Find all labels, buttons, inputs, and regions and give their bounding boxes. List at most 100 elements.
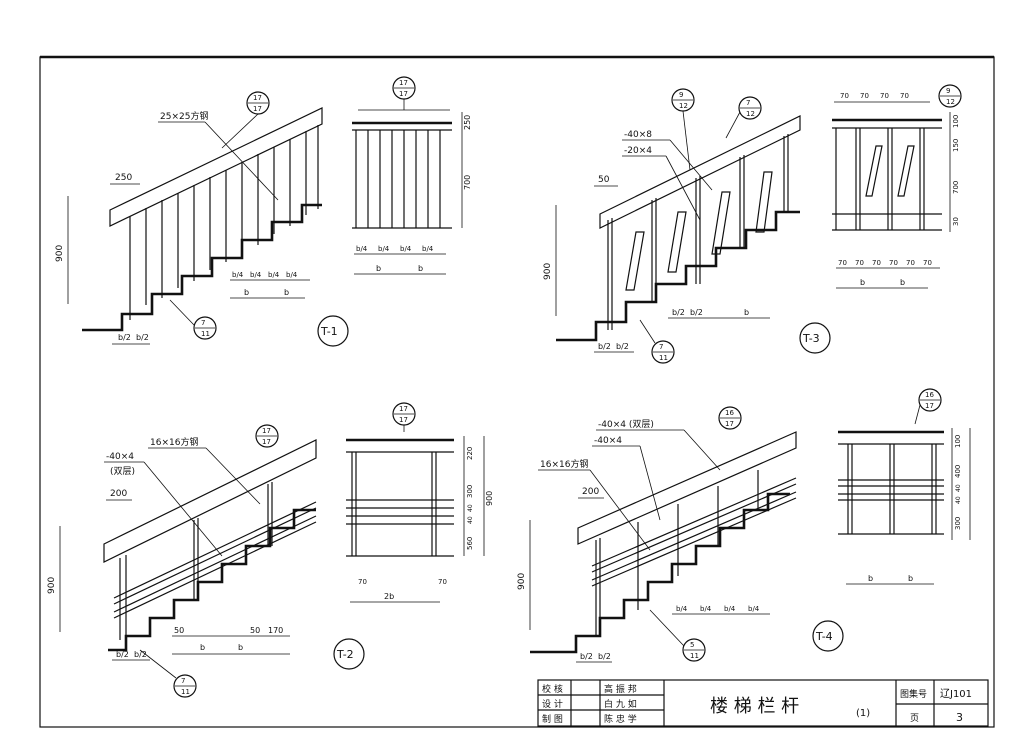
svg-text:17: 17	[399, 405, 408, 413]
t4-rails	[591, 477, 797, 587]
svg-text:200: 200	[582, 487, 599, 497]
svg-text:70: 70	[889, 259, 898, 267]
t3-pickets	[625, 171, 773, 291]
svg-text:70: 70	[872, 259, 881, 267]
svg-text:11: 11	[690, 652, 699, 660]
svg-text:b/2: b/2	[672, 308, 685, 317]
svg-text:b/4: b/4	[286, 271, 298, 279]
t4-callout-bottom	[682, 638, 706, 662]
t1-balusters	[129, 125, 319, 320]
svg-text:b/4: b/4	[422, 245, 434, 253]
svg-text:b/4: b/4	[268, 271, 280, 279]
svg-text:100: 100	[952, 115, 960, 128]
svg-text:17: 17	[399, 416, 408, 424]
svg-text:70: 70	[840, 92, 849, 100]
svg-text:b/2: b/2	[598, 652, 611, 661]
panel-t1-elevation: 17 17 250 700 b/4 b/4 b/4 b/4 b b	[352, 76, 472, 275]
t1-dim-top: 250	[115, 173, 132, 183]
svg-text:b: b	[284, 288, 289, 297]
t4-posts	[595, 470, 759, 636]
svg-text:900: 900	[543, 263, 553, 280]
svg-text:200: 200	[110, 489, 127, 499]
svg-text:b: b	[376, 264, 381, 273]
svg-text:b: b	[244, 288, 249, 297]
svg-text:b/2: b/2	[616, 342, 629, 351]
svg-text:b: b	[418, 264, 423, 273]
svg-text:250: 250	[463, 115, 472, 130]
svg-text:16×16方钢: 16×16方钢	[540, 458, 588, 470]
t2-label-circle	[333, 638, 365, 670]
svg-text:40: 40	[955, 484, 962, 492]
t1-dim-height: 900	[55, 245, 65, 262]
svg-text:900: 900	[485, 491, 494, 506]
svg-text:17: 17	[262, 427, 271, 435]
svg-text:17: 17	[253, 94, 262, 102]
svg-text:b: b	[900, 278, 905, 287]
svg-text:b/4: b/4	[724, 605, 736, 613]
t1-note: 25×25方钢	[160, 110, 208, 122]
t3-callout-bottom	[651, 340, 675, 364]
svg-text:-40×4: -40×4	[106, 452, 134, 462]
svg-text:50: 50	[174, 626, 184, 635]
svg-text:40: 40	[955, 496, 962, 504]
t4-handrail	[577, 431, 797, 545]
t1-label: T-1	[320, 325, 338, 338]
svg-text:-40×4: -40×4	[594, 436, 622, 446]
svg-text:b/4: b/4	[250, 271, 262, 279]
svg-text:b/2: b/2	[134, 650, 147, 659]
svg-text:50: 50	[598, 175, 610, 185]
sheet-title: 楼 梯 栏 杆	[710, 696, 799, 717]
svg-text:-40×4 (双层): -40×4 (双层)	[598, 419, 654, 430]
svg-text:9: 9	[679, 91, 683, 99]
panel-t3: 900 50 -40×8 -20×4 9 12 7 12 b/2 b/2 b/2…	[543, 88, 831, 364]
svg-text:b/2: b/2	[118, 333, 131, 342]
t2-callout-top	[255, 424, 279, 448]
svg-text:400: 400	[954, 465, 962, 478]
svg-text:70: 70	[923, 259, 932, 267]
svg-text:11: 11	[659, 354, 668, 362]
svg-text:-40×8: -40×8	[624, 130, 652, 140]
svg-text:b: b	[238, 643, 243, 652]
svg-text:17: 17	[262, 438, 271, 446]
t2-callout-bottom	[173, 674, 197, 698]
tb-row1-name: 高 振 邦	[604, 683, 637, 695]
t3-callout-top2	[738, 96, 762, 120]
t4-elev-callout	[918, 388, 942, 412]
svg-text:17: 17	[925, 402, 934, 410]
svg-text:b: b	[868, 574, 873, 583]
panel-t2-elevation: 17 17 220 300 40 40 560 900 70 70 2b	[346, 402, 494, 603]
svg-text:16: 16	[725, 409, 734, 417]
svg-text:b/4: b/4	[400, 245, 412, 253]
svg-text:12: 12	[946, 98, 955, 106]
svg-text:70: 70	[855, 259, 864, 267]
tb-row2-role: 设 计	[542, 698, 563, 710]
t3-label-circle	[799, 322, 831, 354]
svg-text:50: 50	[250, 626, 260, 635]
svg-text:70: 70	[906, 259, 915, 267]
svg-text:220: 220	[466, 447, 474, 460]
t1-stair	[82, 203, 322, 332]
svg-text:b/2: b/2	[580, 652, 593, 661]
svg-text:(双层): (双层)	[110, 466, 135, 477]
svg-text:b/4: b/4	[378, 245, 390, 253]
t1-label-circle	[317, 315, 349, 347]
panel-t4: 900 200 -40×4 (双层) -40×4 16×16方钢 16 17 b…	[517, 406, 844, 663]
svg-text:b/2: b/2	[598, 342, 611, 351]
panel-t4-elevation: 16 17 100 400 40 40 300 b b	[838, 388, 971, 585]
tb-row1-role: 校 核	[542, 683, 563, 695]
svg-text:70: 70	[438, 578, 447, 586]
t1-handrail	[109, 107, 323, 227]
svg-text:12: 12	[746, 110, 755, 118]
svg-text:17: 17	[725, 420, 734, 428]
svg-text:7: 7	[659, 343, 663, 351]
t1-callout-bottom	[193, 316, 217, 340]
svg-text:300: 300	[466, 485, 474, 498]
svg-text:70: 70	[880, 92, 889, 100]
svg-text:T-2: T-2	[336, 648, 354, 661]
svg-text:9: 9	[946, 87, 950, 95]
svg-text:70: 70	[838, 259, 847, 267]
svg-text:b: b	[744, 308, 749, 317]
svg-text:70: 70	[900, 92, 909, 100]
